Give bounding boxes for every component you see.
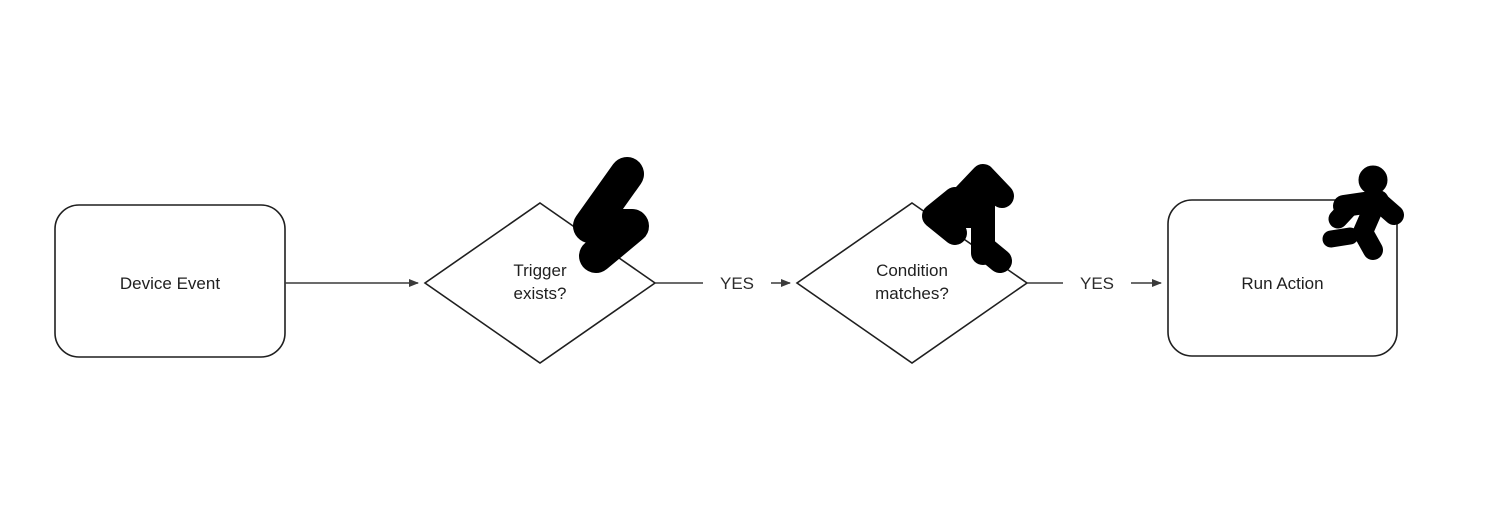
node-device-event-shape[interactable] [54,204,286,358]
edge-label-trigger-yes: YES [703,272,771,295]
running-person-icon [1322,165,1404,260]
lightning-bolt-icon [573,157,649,273]
edge-label-condition-yes: YES [1063,272,1131,295]
branch-arrow-icon [922,164,1014,273]
